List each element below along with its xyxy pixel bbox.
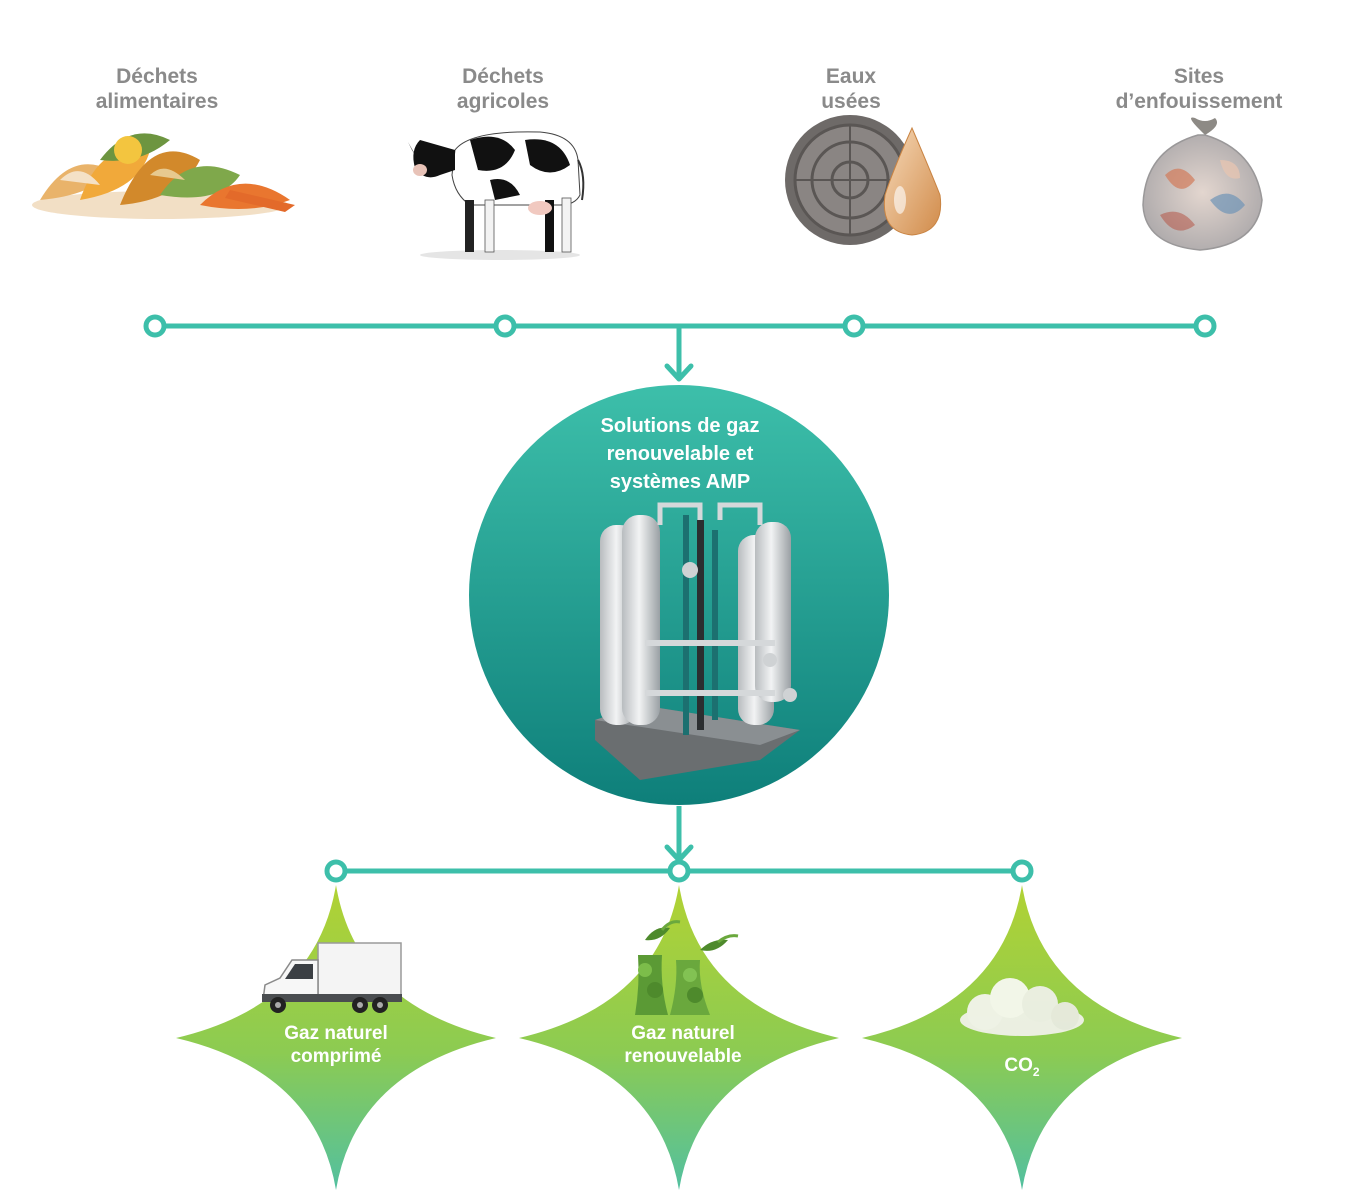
- cloud-icon: [960, 978, 1084, 1036]
- green-plant-icon: [635, 920, 739, 1015]
- output-node-cng: [324, 859, 348, 883]
- output-node-rng: [667, 859, 691, 883]
- gas-purification-unit-icon: [595, 502, 800, 780]
- output-star-rng: [519, 885, 839, 1190]
- center-circle: [469, 385, 889, 805]
- output-node-co2: [1010, 859, 1034, 883]
- manhole-drop-icon: [785, 115, 942, 245]
- garbage-bag-icon: [1142, 117, 1263, 251]
- cow-icon: [408, 131, 585, 260]
- co2-subscript: 2: [1032, 1064, 1040, 1079]
- food-waste-icon: [32, 133, 295, 219]
- source-node-food: [143, 314, 167, 338]
- source-connector: [143, 314, 1217, 382]
- output-star-cng: [176, 885, 496, 1190]
- truck-icon: [262, 942, 402, 1013]
- center-title: Solutions de gaz renouvelable et système…: [600, 415, 760, 493]
- output-star-co2: [862, 885, 1182, 1190]
- source-node-water: [842, 314, 866, 338]
- source-node-agri: [493, 314, 517, 338]
- co2-main: CO: [1004, 1055, 1033, 1076]
- source-node-landfill: [1193, 314, 1217, 338]
- output-label-co2: CO2: [912, 1054, 1132, 1084]
